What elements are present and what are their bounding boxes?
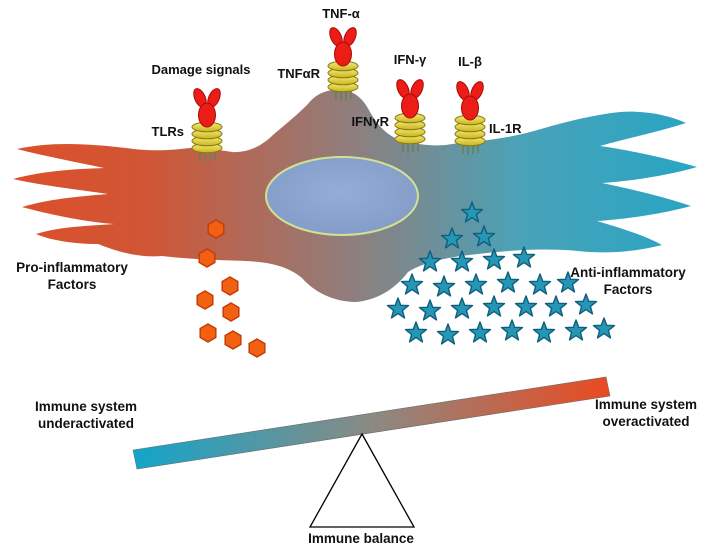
- damage-signal-ligand: [190, 86, 224, 128]
- damage-signals-label: Damage signals: [152, 62, 251, 77]
- anti-inflammatory-star: [436, 323, 460, 345]
- immune-balance-label: Immune balance: [308, 531, 414, 546]
- anti-inflammatory-star: [528, 273, 552, 295]
- anti-inflammatory-star: [532, 321, 556, 343]
- anti-inflammatory-star: [464, 273, 488, 295]
- pro-inflammatory-hexagon: [196, 290, 214, 310]
- pro-inflammatory-hexagon: [199, 323, 217, 343]
- anti-inflammatory-star: [564, 319, 588, 341]
- underactivated-label-line2: underactivated: [38, 416, 134, 431]
- ifn-gamma-label: IFN-γ: [394, 52, 427, 67]
- tlrs-label: TLRs: [152, 124, 185, 139]
- pro-inflammatory-hexagon: [198, 248, 216, 268]
- anti-inflammatory-star: [468, 321, 492, 343]
- seesaw-bar: [132, 376, 611, 470]
- anti-inflammatory-star: [400, 273, 424, 295]
- pro-inflammatory-hexagon: [221, 276, 239, 296]
- underactivated-label-line1: Immune system: [35, 399, 137, 414]
- anti-inflammatory-star: [404, 321, 428, 343]
- anti-inflammatory-label-line1: Anti-inflammatory: [570, 265, 686, 280]
- pro-inflammatory-hexagon: [207, 219, 225, 239]
- il1r-label: IL-1R: [489, 121, 522, 136]
- pro-inflammatory-hexagon: [222, 302, 240, 322]
- ifngr-label: IFNγR: [351, 114, 389, 129]
- tnf-alpha-ligand: [326, 25, 360, 67]
- il-beta-label: IL-β: [458, 54, 482, 69]
- pro-inflammatory-label-line1: Pro-inflammatory: [16, 260, 128, 275]
- anti-inflammatory-star: [386, 297, 410, 319]
- pro-inflammatory-label-line2: Factors: [48, 277, 97, 292]
- anti-inflammatory-label-line2: Factors: [604, 282, 653, 297]
- anti-inflammatory-star: [574, 293, 598, 315]
- anti-inflammatory-star: [514, 295, 538, 317]
- anti-inflammatory-star: [496, 271, 520, 293]
- anti-inflammatory-star: [418, 299, 442, 321]
- anti-inflammatory-star: [592, 317, 616, 339]
- overactivated-label-line2: overactivated: [602, 414, 689, 429]
- anti-inflammatory-star: [544, 295, 568, 317]
- pro-inflammatory-hexagon: [248, 338, 266, 358]
- overactivated-label-line1: Immune system: [595, 397, 697, 412]
- tnf-alpha-label: TNF-α: [322, 6, 360, 21]
- anti-inflammatory-star: [450, 297, 474, 319]
- fulcrum-triangle: [308, 432, 416, 528]
- ifn-gamma-ligand: [393, 77, 427, 119]
- pro-inflammatory-hexagon: [224, 330, 242, 350]
- tnfar-label: TNFαR: [277, 66, 320, 81]
- il-beta-ligand: [453, 79, 487, 121]
- anti-inflammatory-star: [482, 295, 506, 317]
- anti-inflammatory-star: [432, 275, 456, 297]
- anti-inflammatory-star: [500, 319, 524, 341]
- nucleus: [265, 156, 419, 236]
